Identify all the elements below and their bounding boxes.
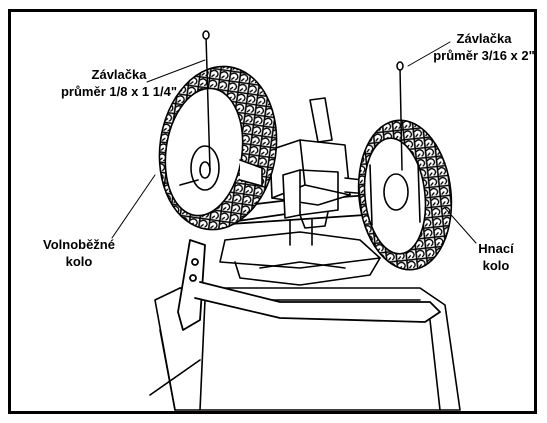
label-cotter-pin-left-line1: Závlačka <box>91 67 147 82</box>
label-cotter-pin-right-line1: Závlačka <box>456 31 512 46</box>
leader-lines <box>111 41 477 244</box>
label-free-wheel: Volnoběžné kolo <box>32 236 126 270</box>
label-cotter-pin-right: Závlačka průměr 3/16 x 2" <box>430 30 538 64</box>
swivel-mount <box>219 219 381 286</box>
drive-wheel-shape <box>357 119 453 271</box>
label-cotter-pin-left: Závlačka průměr 1/8 x 1 1/4" <box>50 66 188 100</box>
label-cotter-pin-left-line2: průměr 1/8 x 1 1/4" <box>60 84 177 99</box>
free-wheel-shape <box>158 65 278 231</box>
label-cotter-pin-right-line2: průměr 3/16 x 2" <box>433 48 535 63</box>
cotter-pin-right-shape <box>396 61 404 171</box>
gearbox <box>269 97 351 229</box>
label-drive-wheel: Hnací kolo <box>468 240 524 274</box>
cotter-pin-left-shape <box>202 30 211 171</box>
label-free-wheel-line1: Volnoběžné <box>43 237 115 252</box>
label-drive-wheel-line1: Hnací <box>478 241 514 256</box>
label-free-wheel-line2: kolo <box>65 254 93 269</box>
label-drive-wheel-line2: kolo <box>482 258 510 273</box>
